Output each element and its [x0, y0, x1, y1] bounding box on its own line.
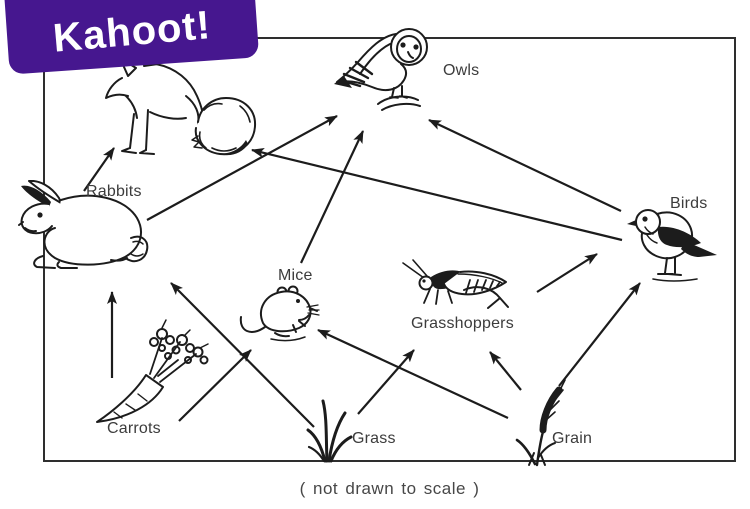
grass-label: Grass [352, 430, 396, 447]
rabbit-illustration [18, 180, 149, 269]
mice-label: Mice [278, 267, 313, 284]
bird-illustration [627, 209, 717, 282]
grass-illustration [306, 399, 353, 463]
grain-label: Grain [552, 430, 593, 447]
carrot-illustration [96, 319, 209, 423]
carrots-label: Carrots [107, 420, 161, 437]
birds-label: Birds [670, 195, 708, 212]
owls-label: Owls [443, 62, 480, 79]
scale-caption: ( not drawn to scale ) [299, 479, 480, 498]
grasshoppers-label: Grasshoppers [411, 315, 514, 332]
grain-illustration [515, 379, 566, 467]
mouse-illustration [239, 285, 320, 342]
owl-illustration [334, 28, 428, 111]
rabbits-label: Rabbits [86, 183, 142, 200]
grasshopper-illustration [402, 259, 509, 309]
fox-illustration [105, 52, 257, 156]
